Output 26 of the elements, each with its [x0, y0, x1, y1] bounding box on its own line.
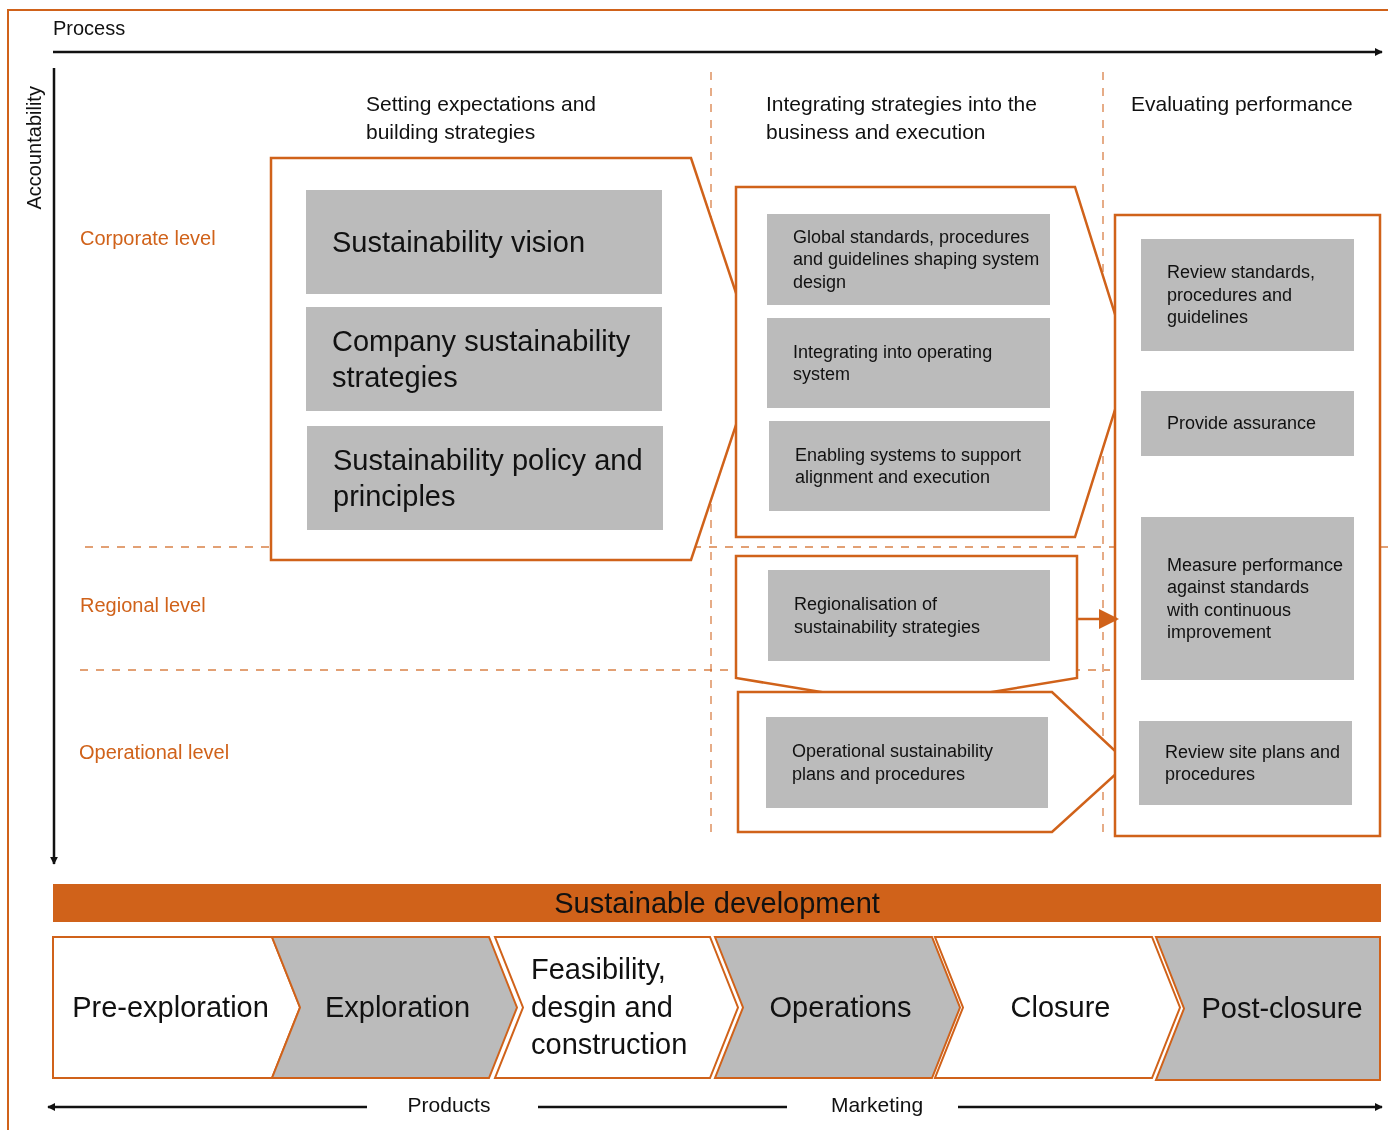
process-box: Sustainability policy and principles	[307, 426, 663, 530]
process-box: Regionalisation of sustainability strategies	[768, 570, 1050, 661]
axis-label: Marketing	[829, 1093, 925, 1117]
axis-label: Process	[53, 17, 126, 40]
arrow	[1078, 609, 1119, 629]
process-box: Company sustainability strategies	[306, 307, 662, 411]
phase-step: Post-closure	[1156, 937, 1380, 1080]
column-heading: Evaluating performance	[1131, 91, 1354, 117]
level-label: Operational level	[79, 741, 230, 764]
phase-step: Pre-exploration	[53, 937, 300, 1078]
process-box: Review standards, procedures and guidelines	[1141, 239, 1354, 351]
column-heading: Integrating strategies into the business and execution	[766, 91, 1038, 145]
process-box: Integrating into operating system	[767, 318, 1050, 408]
column-heading: Setting expectations and building strategies	[366, 91, 597, 145]
level-label: Regional level	[80, 594, 206, 617]
process-box: Provide assurance	[1141, 391, 1354, 456]
process-box: Global standards, procedures and guidelines shaping system design	[767, 214, 1050, 305]
process-box: Sustainability vision	[306, 190, 662, 294]
level-label: Corporate level	[80, 227, 216, 250]
process-box: Review site plans and procedures	[1139, 721, 1352, 805]
phase-step: Feasibility, desgin and construction	[495, 937, 738, 1078]
banner: Sustainable development	[53, 884, 1381, 922]
process-box: Measure performance against standards with continuous improvement	[1141, 517, 1354, 680]
process-box: Enabling systems to support alignment and execution	[769, 421, 1050, 511]
process-box: Operational sustainability plans and procedures	[766, 717, 1048, 808]
axis-label: Products	[406, 1093, 492, 1117]
